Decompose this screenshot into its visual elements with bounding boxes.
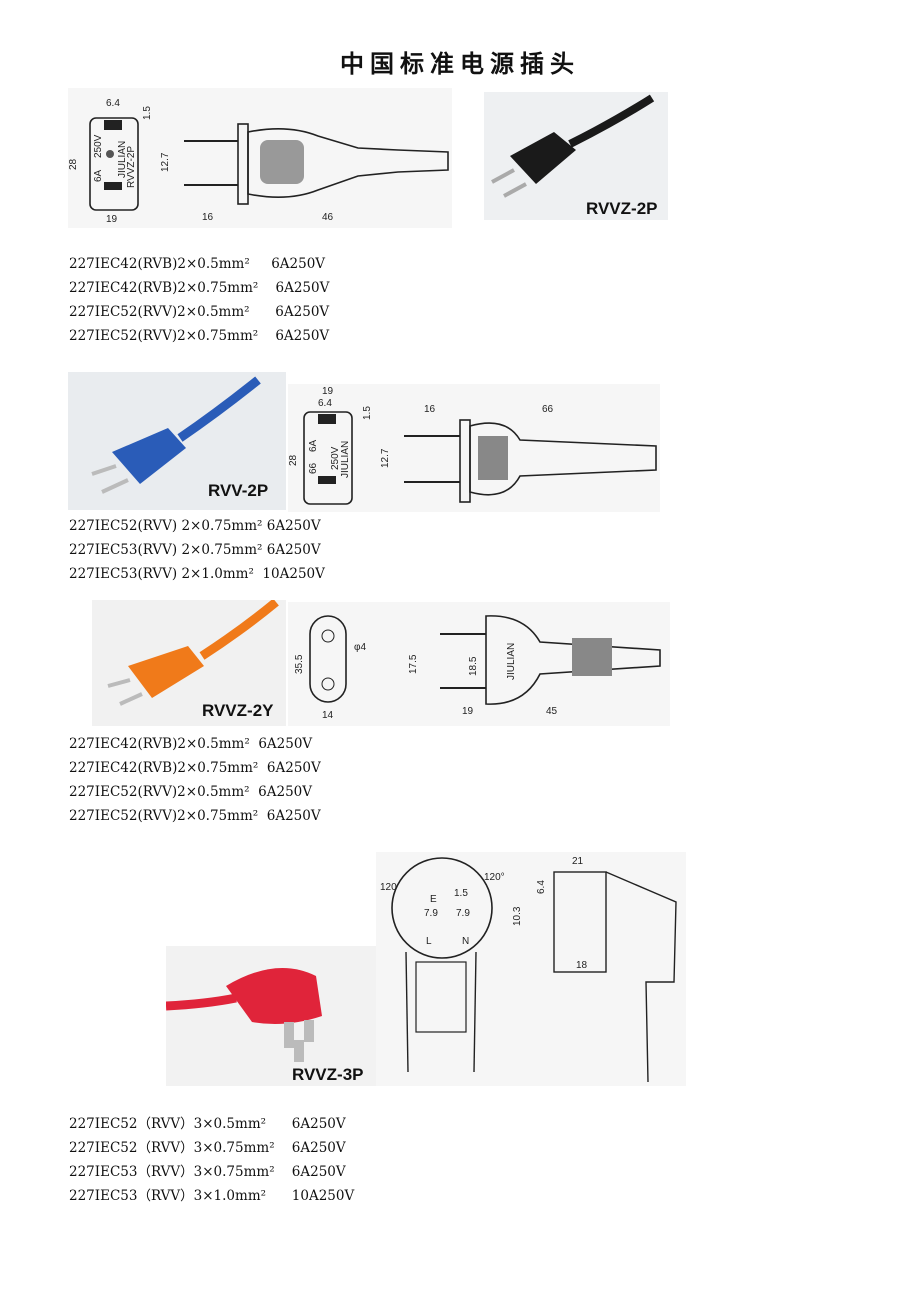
dim-width-top: 19 — [322, 386, 334, 397]
dim-body-length: 46 — [322, 212, 334, 223]
face-brand: 250V — [330, 446, 341, 470]
dim-body-length: 66 — [542, 404, 554, 415]
dim-angle-left: 120 — [380, 882, 397, 893]
dim-pin-spacing: 12.7 — [380, 448, 391, 468]
rvvz-2p-drawing: 6.4 1.5 28 19 6A 250V JIULIAN RVVZ-2P 12… — [68, 88, 452, 228]
face-model: JIULIAN — [340, 441, 351, 478]
spec-line: 227IEC52(RVV)2×0.75mm² 6A250V — [69, 328, 330, 344]
rvv-2p-photo: RVV-2P — [68, 372, 286, 510]
photo-label-rvvz-3p: RVVZ-3P — [292, 1065, 364, 1084]
spec-line: 227IEC42(RVB)2×0.75mm² 6A250V — [69, 280, 330, 296]
face-rating-a: 6A — [93, 169, 104, 182]
dim-depth: 10.3 — [512, 906, 523, 926]
dim-pin-length: 16 — [202, 212, 214, 223]
dim-gap: 1.5 — [142, 106, 153, 120]
spec-line: 227IEC53（RVV）3×1.0mm² 10A250V — [69, 1188, 355, 1204]
photo-label-rvvz-2p: RVVZ-2P — [586, 199, 658, 218]
spec-line: 227IEC53(RVV) 2×1.0mm² 10A250V — [69, 566, 325, 582]
spec-line: 227IEC52(RVV)2×0.5mm² 6A250V — [69, 784, 312, 800]
spec-line: 227IEC52（RVV）3×0.75mm² 6A250V — [69, 1140, 346, 1156]
rvvz-2y-drawing: 35.5 φ4 14 17.5 18.5 19 45 JIULIAN — [288, 602, 670, 726]
spec-list-rvvz-2y: 227IEC42(RVB)2×0.5mm² 6A250V 227IEC42(RV… — [69, 732, 321, 828]
face-rating-v: 250V — [93, 134, 104, 158]
face-rating-v: 6A — [308, 439, 319, 452]
dim-side-slot: 6.4 — [536, 880, 547, 894]
dim-side-pin: 18 — [576, 960, 588, 971]
dim-pin-length: 19 — [462, 706, 474, 717]
spec-line: 227IEC42(RVB)2×0.5mm² 6A250V — [69, 256, 326, 272]
photo-label-rvv-2p: RVV-2P — [208, 481, 268, 500]
rvv-2p-drawing: 19 6.4 1.5 28 66 6A 250V JIULIAN 12.7 16… — [288, 384, 660, 512]
spec-list-rvv-2p: 227IEC52(RVV) 2×0.75mm² 6A250V 227IEC53(… — [69, 514, 325, 586]
spec-line: 227IEC52(RVV)2×0.5mm² 6A250V — [69, 304, 330, 320]
rvvz-3p-photo: RVVZ-3P — [166, 946, 376, 1086]
pin-live: L — [426, 936, 432, 947]
rvvz-2p-photo: RVVZ-2P — [484, 92, 668, 220]
pin-earth: E — [430, 894, 437, 905]
dim-height: 28 — [68, 158, 79, 170]
face-brand: JIULIAN — [117, 141, 128, 178]
rvvz-2y-photo: RVVZ-2Y — [92, 600, 286, 726]
dim-angle-right: 120° — [484, 872, 505, 883]
page-title: 中国标准电源插头 — [340, 50, 580, 78]
face-model: RVVZ-2P — [126, 146, 137, 188]
spec-line: 227IEC53(RVV) 2×0.75mm² 6A250V — [69, 542, 321, 558]
dim-pin-length: 16 — [424, 404, 436, 415]
dim-earth-gap: 1.5 — [454, 888, 468, 899]
spec-list-rvvz-2p: 227IEC42(RVB)2×0.5mm² 6A250V 227IEC42(RV… — [69, 252, 329, 348]
dim-pin-spacing: 17.5 — [408, 654, 419, 674]
spec-line: 227IEC52（RVV）3×0.5mm² 6A250V — [69, 1116, 346, 1132]
spec-line: 227IEC42(RVB)2×0.5mm² 6A250V — [69, 736, 313, 752]
face-rating-a: 66 — [308, 462, 319, 474]
photo-label-rvvz-2y: RVVZ-2Y — [202, 701, 274, 720]
spec-line: 227IEC52(RVV)2×0.75mm² 6A250V — [69, 808, 321, 824]
spec-line: 227IEC42(RVB)2×0.75mm² 6A250V — [69, 760, 321, 776]
dim-pin-left: 7.9 — [424, 908, 438, 919]
dim-height: 35.5 — [294, 654, 305, 674]
dim-pin-spacing: 12.7 — [160, 152, 171, 172]
dim-pin-right: 7.9 — [456, 908, 470, 919]
dim-inner-spacing: 18.5 — [468, 656, 479, 676]
dim-pin-dia: φ4 — [354, 642, 366, 653]
dim-side-width: 21 — [572, 856, 584, 867]
spec-line: 227IEC52(RVV) 2×0.75mm² 6A250V — [69, 518, 321, 534]
rvvz-3p-drawing: 120 120° 1.5 E 7.9 7.9 L N 10.3 6.4 21 1… — [376, 852, 686, 1086]
dim-body-length: 45 — [546, 706, 558, 717]
spec-list-rvvz-3p: 227IEC52（RVV）3×0.5mm² 6A250V 227IEC52（RV… — [69, 1112, 354, 1208]
dim-height: 28 — [288, 454, 299, 466]
pin-neutral: N — [462, 936, 469, 947]
spec-line: 227IEC53（RVV）3×0.75mm² 6A250V — [69, 1164, 346, 1180]
body-brand: JIULIAN — [506, 643, 517, 680]
dim-width: 14 — [322, 710, 334, 721]
dim-width-bottom: 19 — [106, 214, 118, 225]
dim-slot: 6.4 — [318, 398, 332, 409]
dim-width-top: 6.4 — [106, 98, 120, 109]
dim-gap: 1.5 — [362, 406, 373, 420]
